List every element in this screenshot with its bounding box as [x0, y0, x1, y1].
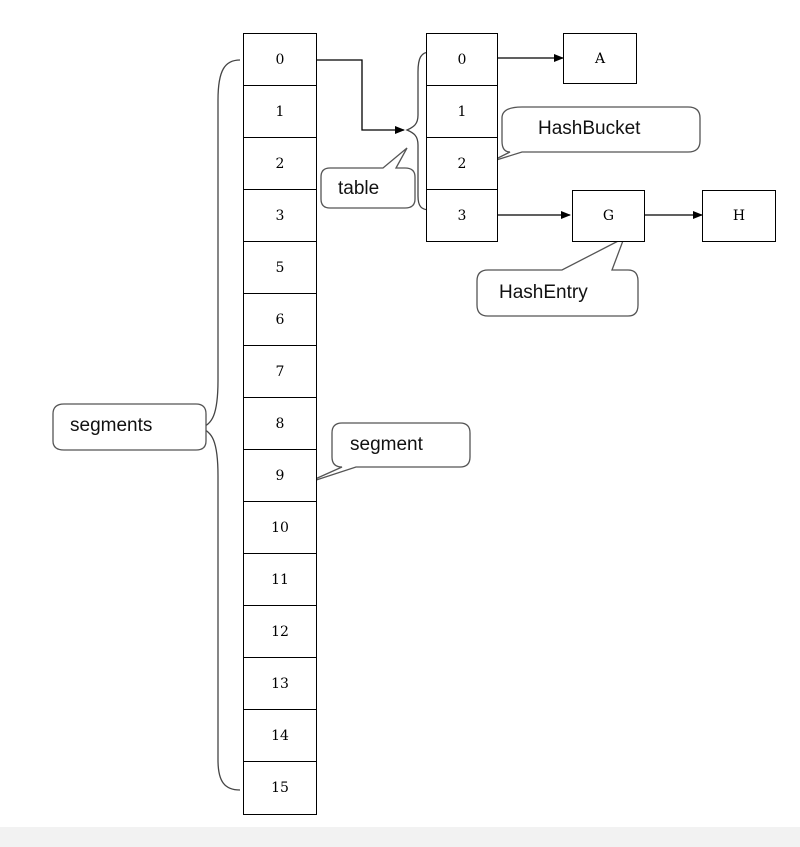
segment-cell-6: 6 — [243, 293, 317, 346]
table-cell-2: 2 — [426, 137, 498, 190]
segment-cell-10: 10 — [243, 501, 317, 554]
segment-cell-11: 11 — [243, 553, 317, 606]
table-callout-bubble — [320, 147, 416, 209]
segment-cell-0: 0 — [243, 33, 317, 86]
segment-cell-15: 15 — [243, 761, 317, 815]
segment-cell-7: 7 — [243, 345, 317, 398]
segments-callout-bubble — [52, 403, 207, 451]
segment-cell-1: 1 — [243, 85, 317, 138]
segment-cell-5: 5 — [243, 241, 317, 294]
segment-cell-13: 13 — [243, 657, 317, 710]
segment-cell-2: 2 — [243, 137, 317, 190]
segments-label: segments — [70, 415, 153, 436]
hashbucket-callout-bubble — [489, 106, 701, 163]
bottom-band — [0, 827, 800, 847]
table-cell-3: 3 — [426, 189, 498, 242]
table-brace — [405, 51, 431, 211]
segment-label: segment — [350, 434, 423, 455]
segment-callout-bubble — [303, 422, 471, 485]
segment-cell-14: 14 — [243, 709, 317, 762]
hashentry-callout-bubble — [476, 236, 639, 317]
segment-cell-8: 8 — [243, 397, 317, 450]
table-cell-0: 0 — [426, 33, 498, 86]
table-label: table — [338, 178, 380, 199]
segment-cell-3: 3 — [243, 189, 317, 242]
table-cell-1: 1 — [426, 85, 498, 138]
hashbucket-label: HashBucket — [538, 118, 641, 139]
segment-cell-9: 9 — [243, 449, 317, 502]
hashentry-label: HashEntry — [499, 282, 588, 303]
segment-cell-12: 12 — [243, 605, 317, 658]
entry-node-a: A — [563, 33, 637, 84]
entry-node-h: H — [702, 190, 776, 242]
segment-to-table-arrow — [317, 59, 405, 134]
entry-node-g: G — [572, 190, 645, 242]
